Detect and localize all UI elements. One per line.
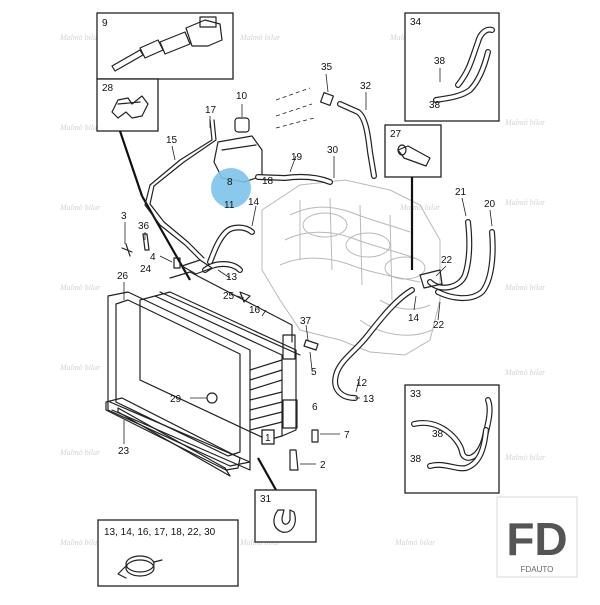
label-11: 11 xyxy=(224,200,235,211)
svg-text:Malmö bilar: Malmö bilar xyxy=(59,33,101,42)
hose-clamp-icon xyxy=(117,555,163,579)
label-20: 20 xyxy=(484,199,496,210)
svg-text:Malmö bilar: Malmö bilar xyxy=(504,283,546,292)
label-22-b: 22 xyxy=(433,320,445,331)
leader-lines xyxy=(123,73,493,465)
label-35: 35 xyxy=(321,62,333,73)
detail-box-28: 28 xyxy=(96,78,159,132)
label-7: 7 xyxy=(344,430,350,441)
highlight-marker xyxy=(211,168,251,208)
detail-box-27: 27 xyxy=(384,124,442,178)
label-10: 10 xyxy=(236,91,248,102)
label-18: 18 xyxy=(262,176,274,187)
dashed-lines xyxy=(275,87,315,129)
label-13-b: 13 xyxy=(363,394,375,405)
box-number: 33 xyxy=(410,389,422,400)
detail-box-33: 33 38 38 xyxy=(404,384,500,494)
label-1: 1 xyxy=(265,433,271,444)
box-number: 31 xyxy=(260,494,272,505)
label-5: 5 xyxy=(311,367,317,378)
label-24: 24 xyxy=(140,264,152,275)
radiator-assembly xyxy=(107,259,301,477)
label-19: 19 xyxy=(291,152,303,163)
svg-text:Malmö bilar: Malmö bilar xyxy=(399,203,441,212)
box-number: 28 xyxy=(102,83,114,94)
logo-caption: FDAUTO xyxy=(521,565,554,574)
svg-text:Malmö bilar: Malmö bilar xyxy=(239,33,281,42)
label-21: 21 xyxy=(455,187,467,198)
engine-block xyxy=(261,179,441,356)
part-1-box: 1 xyxy=(261,429,275,445)
hose-20-21-22 xyxy=(419,219,496,301)
label-37: 37 xyxy=(300,316,312,327)
box-label: 38 xyxy=(434,56,446,67)
label-29: 29 xyxy=(170,394,182,405)
label-22-a: 22 xyxy=(441,255,453,266)
label-13-a: 13 xyxy=(226,272,238,283)
label-16: 16 xyxy=(249,305,261,316)
hose-12 xyxy=(332,287,415,401)
svg-text:Malmö bilar: Malmö bilar xyxy=(59,363,101,372)
part-labels: 17 15 8 11 18 19 30 35 32 14 3 36 4 24 2… xyxy=(117,62,496,471)
svg-text:Malmö bilar: Malmö bilar xyxy=(59,283,101,292)
box-number: 34 xyxy=(410,17,422,28)
hose-clip-icon xyxy=(111,95,149,119)
label-14-b: 14 xyxy=(408,313,420,324)
hose-connector-icon xyxy=(397,144,431,167)
hose-15-17 xyxy=(144,119,217,261)
bracket-23 xyxy=(105,397,241,471)
svg-text:Malmö bilar: Malmö bilar xyxy=(504,118,546,127)
label-12: 12 xyxy=(356,378,368,389)
svg-text:Malmö bilar: Malmö bilar xyxy=(504,453,546,462)
box-label: 38 xyxy=(432,429,444,440)
label-32: 32 xyxy=(360,81,372,92)
hose-11 xyxy=(207,224,255,265)
hose-32 xyxy=(319,91,377,179)
svg-text:Malmö bilar: Malmö bilar xyxy=(394,538,436,547)
detail-box-34: 34 38 38 xyxy=(404,12,500,122)
svg-text:Malmö bilar: Malmö bilar xyxy=(59,538,101,547)
hose-18-19 xyxy=(255,173,333,185)
expansion-tank: 10 xyxy=(213,91,263,183)
clip-icon xyxy=(273,509,296,533)
label-4: 4 xyxy=(150,252,156,263)
box-number: 9 xyxy=(102,18,108,29)
label-30: 30 xyxy=(327,145,339,156)
box-label: 38 xyxy=(429,100,441,111)
label-17: 17 xyxy=(205,105,217,116)
label-8: 8 xyxy=(227,177,233,188)
svg-text:Malmö bilar: Malmö bilar xyxy=(504,198,546,207)
fasteners xyxy=(121,233,319,471)
label-25: 25 xyxy=(223,291,235,302)
fdauto-logo: FD FDAUTO xyxy=(496,496,578,578)
hose-13-lower xyxy=(202,261,243,273)
heater-hose-icon xyxy=(411,397,493,472)
svg-text:Malmö bilar: Malmö bilar xyxy=(59,448,101,457)
svg-text:Malmö bilar: Malmö bilar xyxy=(59,203,101,212)
heater-hose-icon xyxy=(433,26,495,103)
temperature-sensor-icon xyxy=(111,16,223,72)
label-15: 15 xyxy=(166,135,178,146)
label-3: 3 xyxy=(121,211,127,222)
box-label: 38 xyxy=(410,454,422,465)
label-36: 36 xyxy=(138,221,150,232)
label-2: 2 xyxy=(320,460,326,471)
label-23: 23 xyxy=(118,446,130,457)
svg-text:Malmö bilar: Malmö bilar xyxy=(504,368,546,377)
logo-letters: FD xyxy=(506,513,567,565)
svg-text:Malmö bilar: Malmö bilar xyxy=(59,123,101,132)
detail-box-clamps: 13, 14, 16, 17, 18, 22, 30 xyxy=(97,519,239,587)
label-14-a: 14 xyxy=(248,197,260,208)
box-number: 27 xyxy=(390,129,402,140)
label-26: 26 xyxy=(117,271,129,282)
detail-box-9: 9 xyxy=(96,12,234,80)
label-6: 6 xyxy=(312,402,318,413)
detail-box-31: 31 xyxy=(254,489,317,543)
box-title: 13, 14, 16, 17, 18, 22, 30 xyxy=(104,527,216,538)
